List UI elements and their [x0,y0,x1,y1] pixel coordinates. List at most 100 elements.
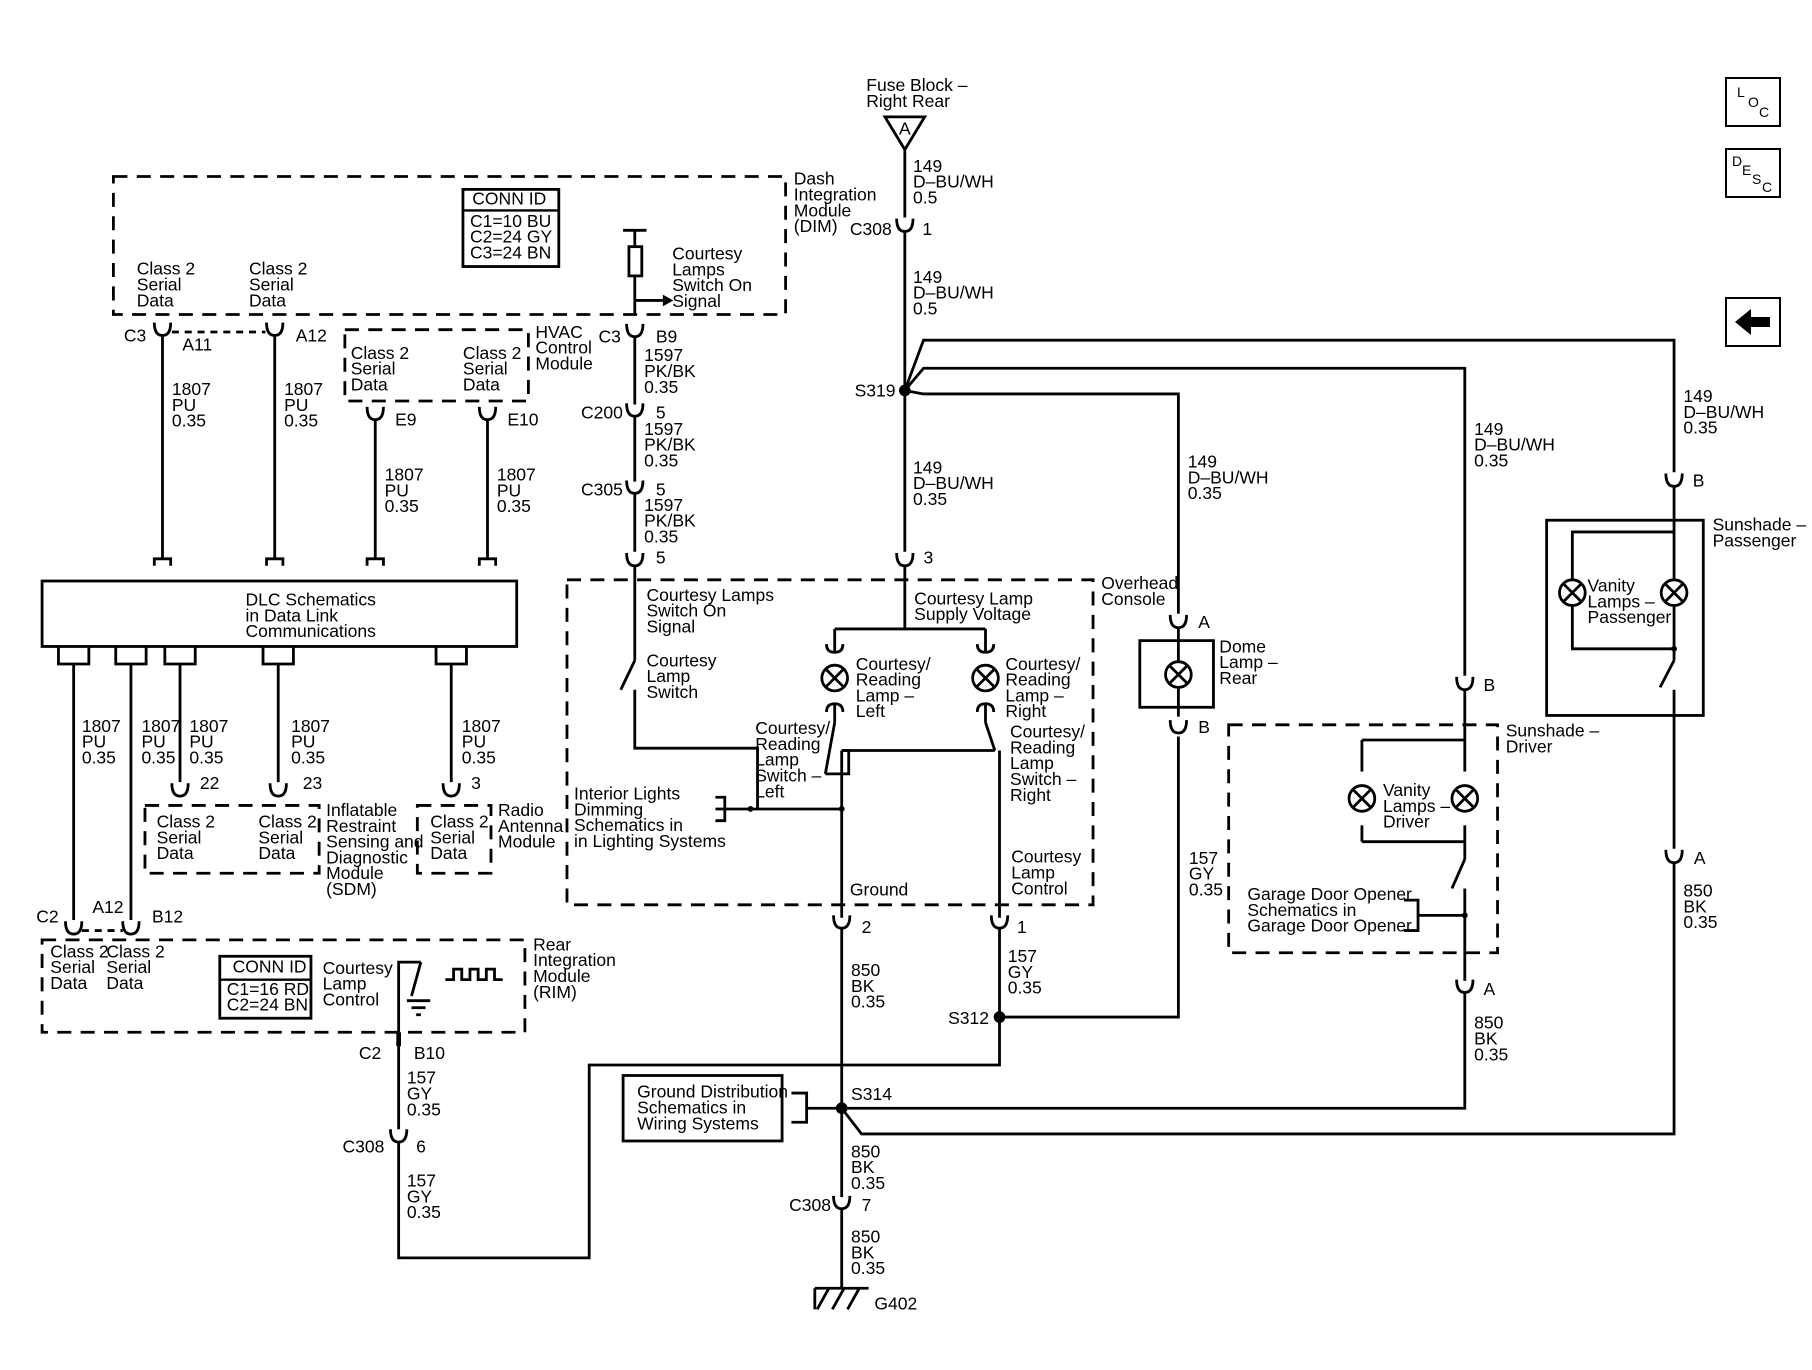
wire-1807-label: 1807 [385,464,424,484]
radio-module [415,804,493,875]
pin-label: A [1484,979,1496,999]
desc-button[interactable]: D E S C [1725,148,1781,198]
wire-1807-label: 1807 [189,716,228,736]
wire-149-label: D–BU/WH [1188,467,1269,487]
wire-850-label: 850 [851,1227,880,1247]
connector-label: C308 [343,1137,385,1157]
lamp-icon [1455,788,1475,809]
wire-850-label: BK [1474,1029,1498,1049]
conn-id-box-dim [461,187,561,268]
lamp-icon [1562,582,1583,603]
wire-850-label: 0.35 [1683,912,1717,932]
sdm-label: Inflatable [326,800,397,820]
wire-1807-label: 1807 [497,464,536,484]
wire-1807-label: 1807 [141,716,180,736]
class2-label: Data [351,374,388,394]
wire-149-label: 149 [913,156,942,176]
wire-1807-label: PU [462,732,486,752]
wire-149-label: D–BU/WH [1683,402,1764,422]
switch-right-label: Lamp [1010,753,1054,773]
sdm-label: Sensing and [326,832,423,852]
dlc-box [40,579,519,648]
class2-label: Data [258,843,295,863]
vanity-driver-label: Driver [1383,812,1430,832]
wire-1597-label: 1597 [644,345,683,365]
connector [170,783,190,798]
lamp-icon [824,668,845,688]
connector [477,406,498,422]
class2-label: Serial [106,957,151,977]
pin-label: 5 [656,480,666,500]
class2-label: Data [50,973,87,993]
wire-157 [999,736,1180,1019]
class2-label: Serial [137,275,182,295]
switch-icon [831,1287,846,1310]
wire-850-label: 850 [851,1141,880,1161]
loc-letter-c: C [1759,104,1770,120]
reading-lamp-left-label: Left [856,701,885,721]
switch-icon [1450,858,1467,890]
pin-label: A [1694,848,1706,868]
sdm-label: (SDM) [326,879,377,899]
connector [625,552,645,568]
dome-lamp-label: Rear [1219,668,1257,688]
wire-850-label: BK [851,1242,875,1262]
terminal [57,647,91,666]
wire-850-label: 0.35 [851,992,885,1012]
sunshade-driver-label: Sunshade – [1506,720,1600,740]
dome-lamp-label: Lamp – [1219,652,1278,672]
oc-supply-label: Courtesy Lamp [914,588,1033,608]
class2-label: Class 2 [430,812,488,832]
vanity-driver-label: Lamps – [1383,796,1450,816]
connector-label: C308 [789,1195,831,1215]
dimming-label: Interior Lights [574,784,680,804]
pin-label: B [1484,675,1496,695]
wire-1807-label: PU [82,732,106,752]
class2-label: Serial [351,359,396,379]
courtesy-switch-label: Switch On [672,275,752,295]
connector [895,218,915,233]
connector-label: C305 [581,480,623,500]
wire-1597-label: 0.35 [644,526,678,546]
connector [121,921,141,936]
vanity-passenger-label: Vanity [1588,576,1636,596]
connector [1168,614,1188,630]
rim-courtesy-label: Lamp [323,974,367,994]
wire-157-label: GY [1189,864,1215,884]
pin-label: 6 [416,1137,426,1157]
desc-letter-e: E [1742,162,1752,178]
garage-label: Schematics in [1247,900,1356,920]
wire-1807-label: 1807 [284,379,323,399]
garage-label: Garage Door Opener [1247,884,1412,904]
sdm-module [143,804,321,875]
rim-conn-list: C1=16 RD [227,979,309,999]
conn-id-box-rim [218,954,313,1020]
wire-149 [904,389,1180,614]
resistor-icon [627,245,644,278]
terminal [261,647,295,666]
class2-label: Class 2 [50,941,108,961]
pin-label: 5 [656,547,666,567]
back-button[interactable] [1725,297,1781,347]
signal-arrow [662,294,674,307]
wire-157-label: 0.35 [407,1202,441,1222]
lamp-icon [1664,582,1684,603]
wire-850-label: 850 [1683,881,1712,901]
connector-label: C3 [599,327,621,347]
loc-button[interactable]: L O C [1725,77,1781,127]
connector [64,921,84,936]
connector [1168,720,1188,735]
wire-850 [841,992,1467,1110]
lamp-icon [1352,788,1372,809]
wire-1597-label: PK/BK [644,435,696,455]
wire-149-label: 149 [913,267,942,287]
class2-label: Serial [249,275,294,295]
wire-157-label: GY [407,1186,433,1206]
switch-icon [815,1287,831,1310]
vanity-passenger-label: Lamps – [1588,591,1655,611]
desc-letter-d: D [1732,153,1743,169]
wire-157-label: GY [407,1083,433,1103]
switch-icon [619,659,637,691]
wire-149-label: 0.5 [913,187,937,207]
wire-1807-label: PU [284,395,308,415]
